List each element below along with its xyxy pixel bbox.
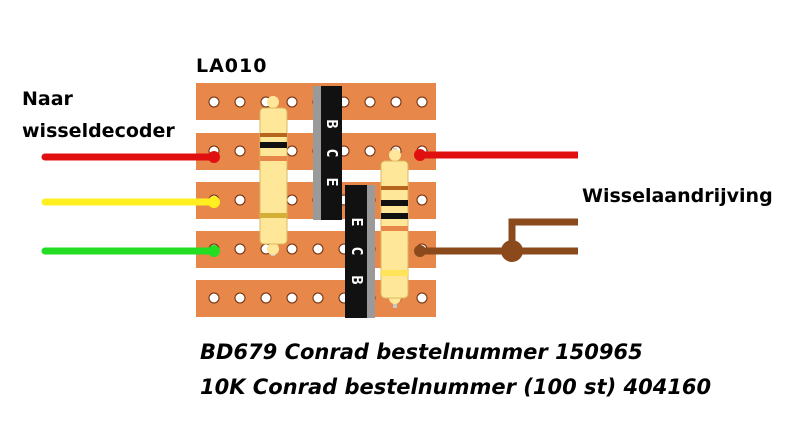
resistor-band [260, 213, 287, 218]
transistor-ecb: E C B [345, 185, 375, 318]
resistor-band [260, 142, 287, 148]
resistor-band [260, 133, 287, 137]
brown-junction [501, 240, 523, 262]
resistor-band [381, 200, 408, 206]
transistor-pin-label: B [323, 119, 341, 128]
yellow-wire-end [208, 196, 220, 208]
parts-note-transistor: BD679 Conrad bestelnummer 150965 [200, 340, 643, 364]
board-title: LA010 [196, 55, 268, 77]
transistor-bce: B C E [313, 86, 342, 220]
resistor-band [381, 186, 408, 190]
brown-wire-end [414, 245, 426, 257]
decoder-label-line1: Naar [22, 88, 73, 110]
resistor-10k-left [259, 96, 288, 256]
red-wire-end [208, 151, 220, 163]
turnout-motor-label: Wisselaandrijving [582, 185, 773, 207]
transistor-pin-label: C [348, 246, 366, 255]
decoder-label-line2: wisseldecoder [22, 120, 175, 142]
resistor-band [260, 156, 287, 161]
resistor-10k-right [380, 148, 409, 308]
resistor-band [381, 213, 408, 219]
decoder-wires [41, 151, 220, 257]
transistor-pin-label: E [323, 177, 341, 186]
green-wire-end [208, 245, 220, 257]
resistor-band [381, 270, 408, 276]
turnout-wires [414, 149, 578, 262]
resistor-band [381, 226, 408, 231]
parts-note-resistor: 10K Conrad bestelnummer (100 st) 404160 [200, 375, 712, 399]
right-red-wire-end [414, 149, 426, 161]
transistor-pin-label: B [348, 275, 366, 284]
transistor-pin-label: E [348, 217, 366, 226]
transistor-pin-label: C [323, 148, 341, 157]
